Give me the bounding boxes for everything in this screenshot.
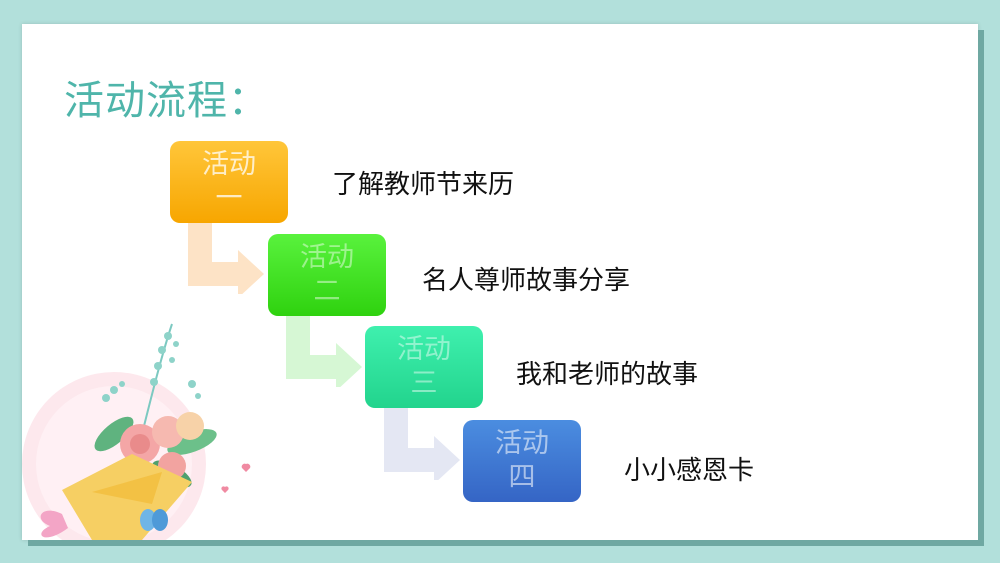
- step-4-line1: 活动: [495, 428, 549, 459]
- slide: 活动流程： 活动 一 活动 二 活动 三 活动 四 了解教师节来历 名人尊师故事…: [22, 24, 978, 540]
- step-3-line1: 活动: [397, 334, 451, 365]
- step-1-line1: 活动: [202, 149, 256, 180]
- arrow-1-icon: [188, 222, 264, 294]
- step-1-text: 了解教师节来历: [332, 170, 515, 200]
- step-2-text: 名人尊师故事分享: [422, 266, 631, 296]
- arrow-3-icon: [384, 408, 460, 480]
- step-2-line1: 活动: [300, 242, 354, 273]
- step-1-box: 活动 一: [170, 141, 288, 223]
- step-4-line2: 四: [508, 462, 536, 493]
- arrow-2-icon: [286, 315, 362, 387]
- step-2-box: 活动 二: [268, 234, 386, 316]
- slide-title: 活动流程：: [64, 78, 269, 124]
- step-3-text: 我和老师的故事: [516, 360, 699, 390]
- flower-bouquet-icon: [22, 323, 251, 540]
- step-1-line2: 一: [215, 183, 243, 214]
- step-3-box: 活动 三: [365, 326, 483, 408]
- step-2-line2: 二: [313, 276, 341, 307]
- step-4-box: 活动 四: [463, 420, 581, 502]
- step-4-text: 小小感恩卡: [624, 456, 755, 486]
- step-3-line2: 三: [410, 368, 438, 399]
